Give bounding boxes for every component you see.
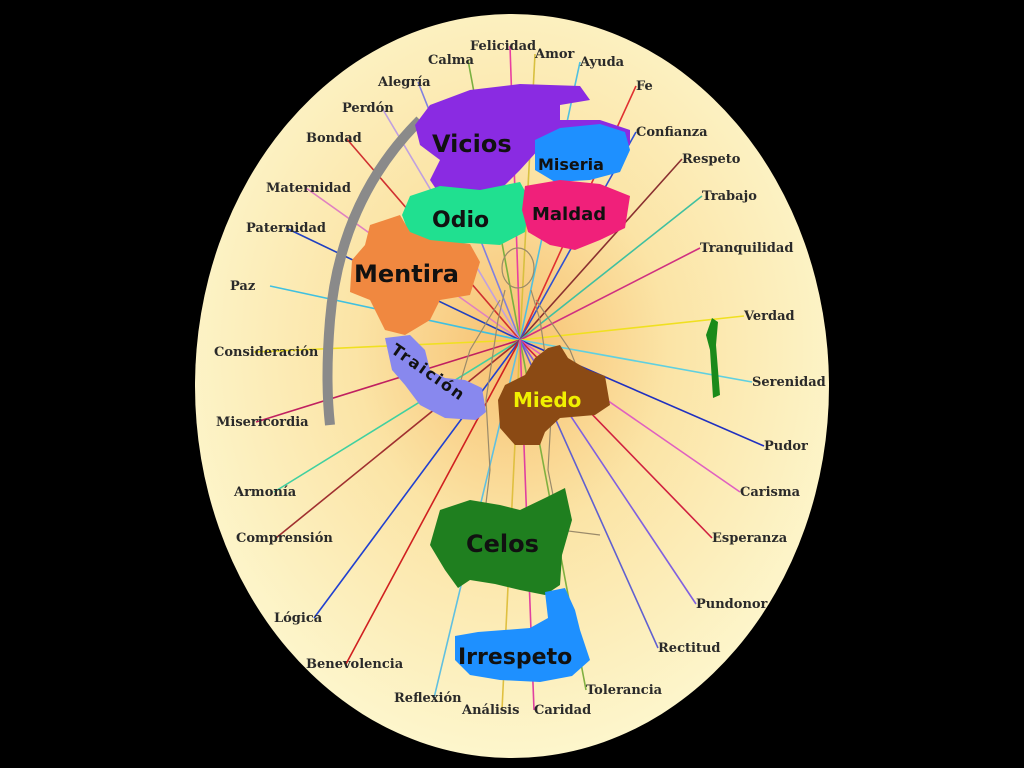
virtue-amor: Amor	[534, 47, 575, 62]
blob-traicion	[385, 335, 486, 420]
vice-irrespeto: Irrespeto	[458, 645, 572, 670]
vice-vicios: Vicios	[432, 130, 512, 158]
blob-celos	[430, 488, 572, 595]
virtue-pudor: Pudor	[764, 439, 808, 454]
virtue-confianza: Confianza	[636, 125, 708, 140]
ray-trabajo	[519, 195, 703, 341]
ray-comprension	[275, 339, 521, 539]
virtue-rectitud: Rectitud	[658, 641, 720, 656]
virtue-ayuda: Ayuda	[579, 55, 625, 70]
vice-miseria: Miseria	[538, 155, 604, 174]
virtue-paz: Paz	[230, 279, 255, 294]
ray-armonia	[273, 339, 521, 493]
virtue-fe: Fe	[636, 79, 653, 94]
virtue-caridad: Caridad	[534, 703, 591, 718]
vice-miedo: Miedo	[513, 388, 581, 412]
virtue-felicidad: Felicidad	[470, 39, 536, 54]
vice-mentira: Mentira	[354, 260, 459, 288]
virtue-carisma: Carisma	[740, 485, 801, 500]
virtue-paternidad: Paternidad	[246, 221, 326, 236]
vice-maldad: Maldad	[532, 204, 606, 225]
blob-miedo	[498, 345, 610, 445]
ray-respeto	[519, 158, 683, 341]
virtue-maternidad: Maternidad	[266, 181, 351, 196]
ray-logica	[313, 339, 521, 619]
blob-irrespeto	[455, 588, 590, 682]
virtue-armonia: Armonía	[233, 485, 297, 500]
ray-benevolencia	[345, 339, 521, 665]
ray-verdad	[519, 315, 745, 341]
virtue-alegria: Alegría	[377, 75, 431, 90]
virtue-respeto: Respeto	[682, 152, 741, 167]
virtue-analisis: Análisis	[461, 703, 519, 718]
virtue-perdon: Perdón	[342, 101, 394, 116]
blob-vicios	[415, 84, 630, 198]
virtue-tolerancia: Tolerancia	[586, 683, 663, 698]
virtue-tranquilidad: Tranquilidad	[700, 241, 793, 256]
blob-mentira	[350, 215, 480, 335]
virtue-reflexion: Reflexión	[394, 691, 462, 706]
green-marker	[706, 318, 720, 398]
virtue-serenidad: Serenidad	[752, 375, 826, 390]
ray-tranquilidad	[519, 247, 701, 341]
vice-celos: Celos	[466, 530, 539, 558]
virtue-benevolencia: Benevolencia	[306, 657, 404, 672]
virtue-misericordia: Misericordia	[216, 415, 309, 430]
blob-maldad	[522, 180, 630, 250]
virtue-pundonor: Pundonor	[696, 597, 768, 612]
virtue-trabajo: Trabajo	[702, 189, 757, 204]
blob-odio	[402, 182, 530, 245]
virtue-logica: Lógica	[274, 611, 323, 626]
blob-miseria	[535, 124, 630, 182]
vice-odio: Odio	[432, 208, 489, 233]
virtue-verdad: Verdad	[743, 309, 795, 324]
virtue-bondad: Bondad	[306, 131, 362, 146]
gray-arc	[322, 116, 424, 426]
virtue-consideracion: Consideración	[214, 345, 319, 360]
virtue-esperanza: Esperanza	[712, 531, 788, 546]
virtue-calma: Calma	[428, 53, 474, 68]
virtue-comprension: Comprensión	[236, 531, 333, 546]
ray-misericordia	[255, 339, 521, 423]
